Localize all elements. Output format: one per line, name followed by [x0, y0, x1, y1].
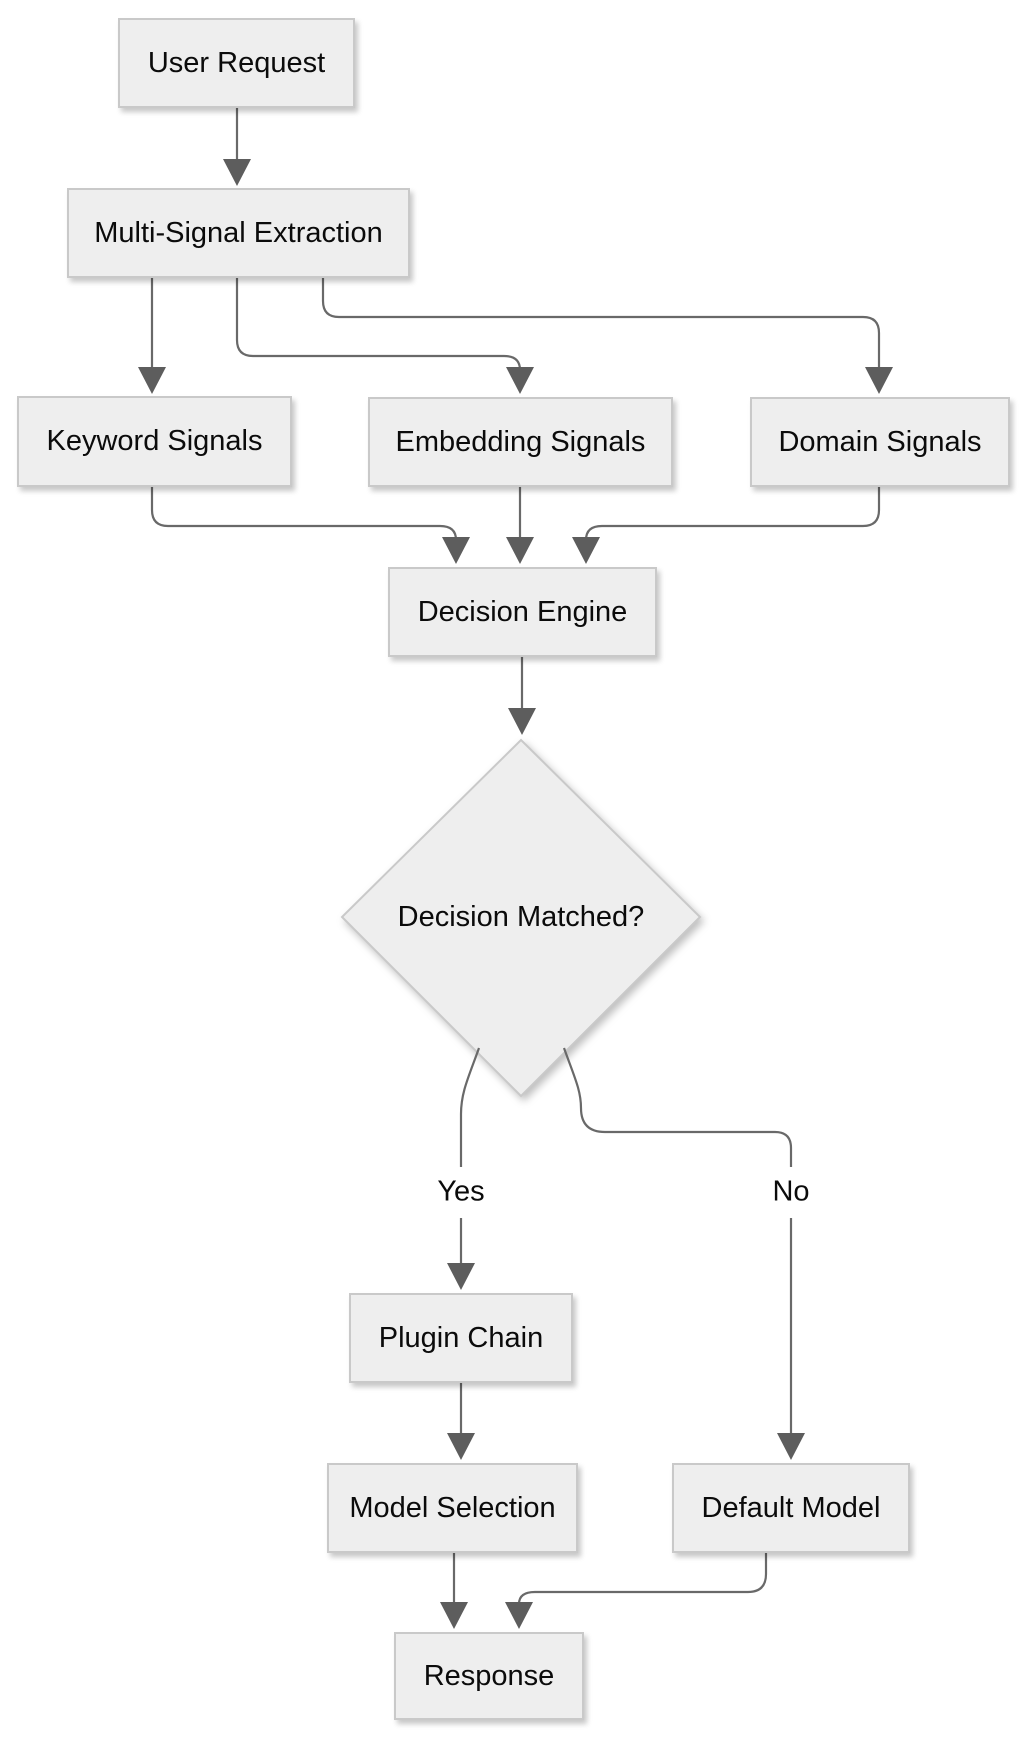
edge-multi-signal-to-embedding	[235, 278, 534, 394]
arrowhead	[440, 1602, 468, 1629]
edge-multi-signal-to-keyword	[138, 278, 166, 394]
node-label: Multi-Signal Extraction	[94, 216, 383, 249]
arrowhead	[865, 367, 893, 394]
node-multi-signal-extraction: Multi-Signal Extraction	[67, 188, 410, 278]
node-decision-matched-label: Decision Matched?	[397, 901, 645, 933]
node-plugin-chain: Plugin Chain	[349, 1293, 573, 1383]
node-user-request: User Request	[118, 18, 355, 108]
node-label: Domain Signals	[778, 425, 982, 458]
arrowhead	[506, 367, 534, 394]
node-model-selection: Model Selection	[327, 1463, 578, 1553]
edge-decision-engine-to-decision-matched	[508, 657, 536, 735]
node-label: Plugin Chain	[378, 1321, 544, 1354]
edge-keyword-to-decision-engine	[150, 487, 470, 564]
arrowhead	[777, 1433, 805, 1460]
edge-multi-signal-to-domain	[321, 278, 893, 394]
arrowhead	[447, 1263, 475, 1290]
node-keyword-signals: Keyword Signals	[17, 396, 292, 487]
arrowhead	[506, 537, 534, 564]
arrowhead	[223, 159, 251, 186]
node-domain-signals: Domain Signals	[750, 397, 1010, 487]
node-response: Response	[394, 1632, 584, 1720]
arrowhead	[447, 1433, 475, 1460]
edge-label-yes: Yes	[431, 1175, 491, 1209]
edge-label-no: No	[766, 1175, 816, 1209]
node-embedding-signals: Embedding Signals	[368, 397, 673, 487]
edge-default-model-to-response	[505, 1553, 768, 1629]
node-label: Model Selection	[349, 1491, 556, 1524]
diamond-decision-matched	[340, 738, 702, 1098]
arrowhead	[572, 537, 600, 564]
node-decision-engine: Decision Engine	[388, 567, 657, 657]
edge-model-selection-to-response	[440, 1553, 468, 1629]
node-default-model: Default Model	[672, 1463, 910, 1553]
node-label: Decision Engine	[417, 595, 628, 628]
node-label: Embedding Signals	[395, 425, 646, 458]
edge-domain-to-decision-engine	[572, 487, 881, 564]
node-label: User Request	[147, 46, 326, 79]
arrowhead	[505, 1602, 533, 1629]
node-label: Default Model	[701, 1491, 881, 1524]
node-label: Response	[423, 1659, 555, 1692]
edge-decision-matched-yes-to-plugin-chain	[447, 1047, 481, 1290]
arrowhead	[442, 537, 470, 564]
edge-user-request-to-multi-signal	[223, 108, 251, 186]
arrowhead	[138, 367, 166, 394]
node-label: Keyword Signals	[46, 425, 263, 457]
arrowhead	[508, 708, 536, 735]
edge-decision-matched-no-to-default-model	[562, 1047, 805, 1460]
edge-embedding-to-decision-engine	[506, 487, 534, 564]
edge-plugin-chain-to-model-selection	[447, 1383, 475, 1460]
